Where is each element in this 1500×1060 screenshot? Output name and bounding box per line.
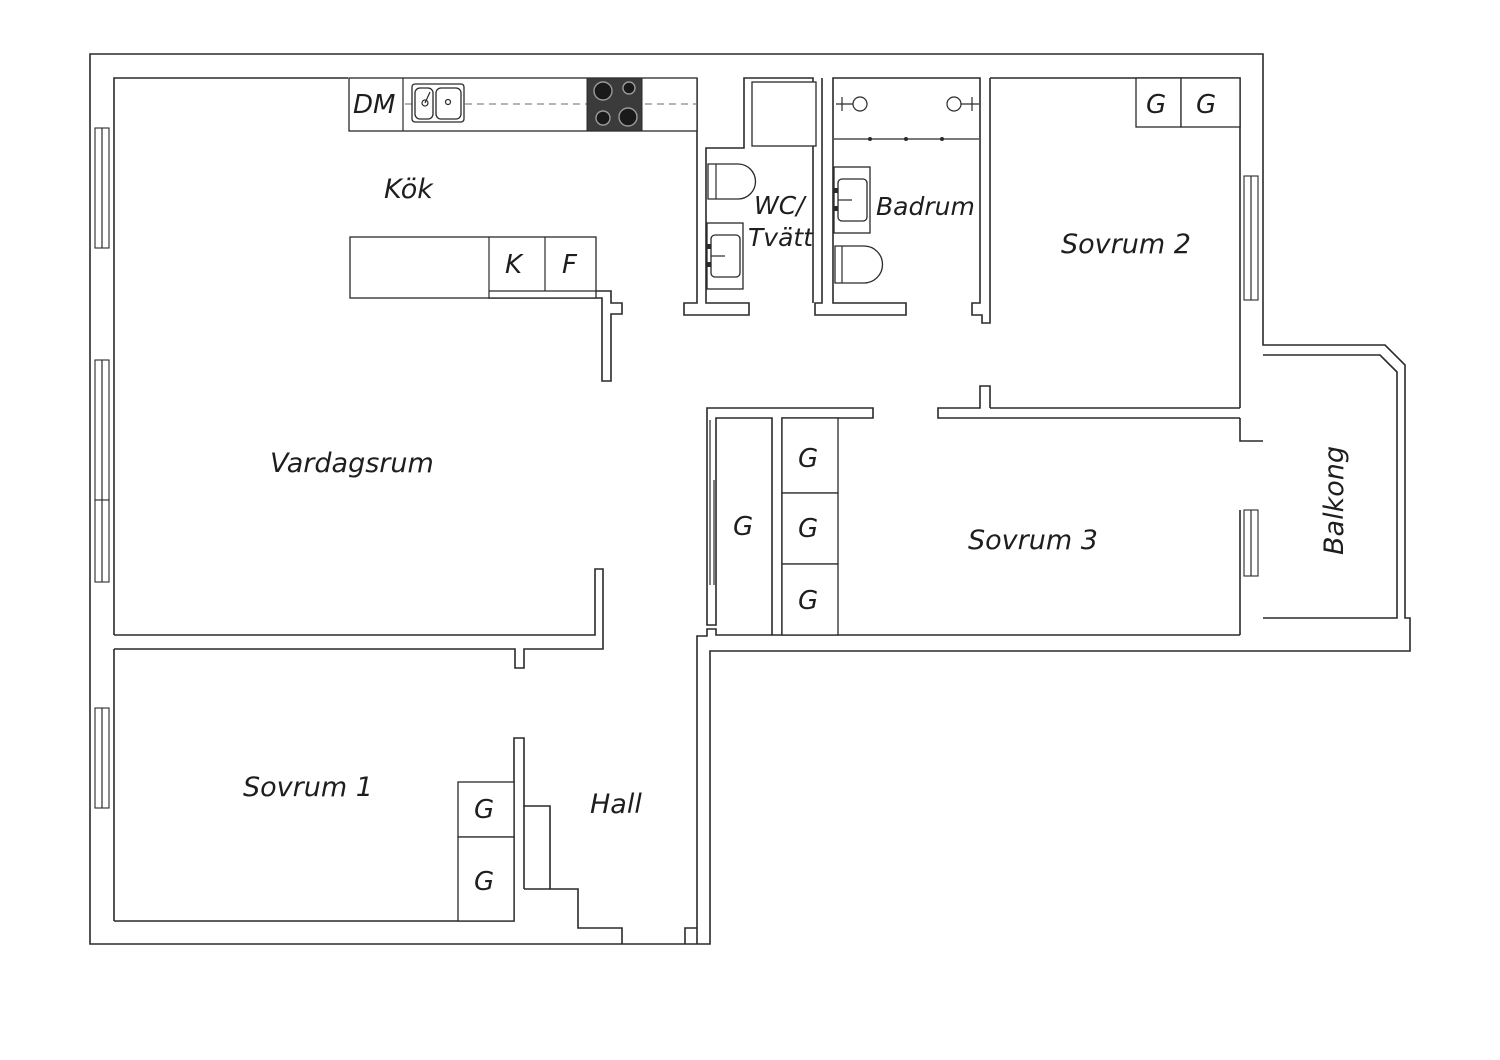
wardrobe-label: G [1146,90,1166,120]
fixture-label-dm: DM [353,90,395,120]
wc-toilet [707,163,757,200]
room-label-wc: WC/ [754,191,807,220]
interior-walls [114,77,1240,944]
wardrobe-sovrum2-b [1180,77,1241,128]
wardrobe-label: G [798,586,818,616]
kitchen-counter [348,77,698,132]
room-label-sovrum3: Sovrum 3 [968,525,1098,556]
kitchen-hob [586,77,643,132]
fixture-label-k: K [505,250,524,280]
kitchen-island [349,236,597,299]
wardrobe-sovrum3-c [781,563,839,636]
shower-cabin [751,81,817,147]
wardrobe-sovrum3-b [781,492,839,565]
wardrobe-label: G [474,795,494,825]
wardrobe-sovrum1-b [457,836,515,922]
wardrobe-label: G [798,444,818,474]
wardrobe-label: G [474,867,494,897]
room-label-tvatt: Tvätt [748,223,814,252]
windows [94,127,1259,809]
room-label-balkong: Balkong [1319,446,1350,555]
wardrobe-label: G [733,512,753,542]
kitchen-sink [411,83,465,123]
badrum-toilet [834,245,884,284]
wardrobe-label: G [1196,90,1216,120]
fixture-label-f: F [562,250,578,280]
room-label-sovrum1: Sovrum 1 [243,772,373,803]
room-label-kok: Kök [384,174,434,205]
wardrobe-sovrum1-a [457,781,515,838]
wardrobe-label: G [798,514,818,544]
labels: Kök Vardagsrum WC/ Tvätt Badrum Sovrum 2… [243,90,1350,897]
wardrobe-sovrum3-a [781,417,839,494]
wc-basin [706,222,744,290]
wardrobes [457,77,1241,922]
outer-walls [89,53,1411,945]
room-label-sovrum2: Sovrum 2 [1061,229,1191,260]
kitchen-fixtures [348,77,698,299]
room-label-vardagsrum: Vardagsrum [270,448,434,479]
shower-rail [834,96,979,141]
room-label-hall: Hall [590,789,642,820]
bathroom-fixtures [706,96,979,290]
room-label-badrum: Badrum [876,192,975,221]
badrum-basin [833,166,871,234]
